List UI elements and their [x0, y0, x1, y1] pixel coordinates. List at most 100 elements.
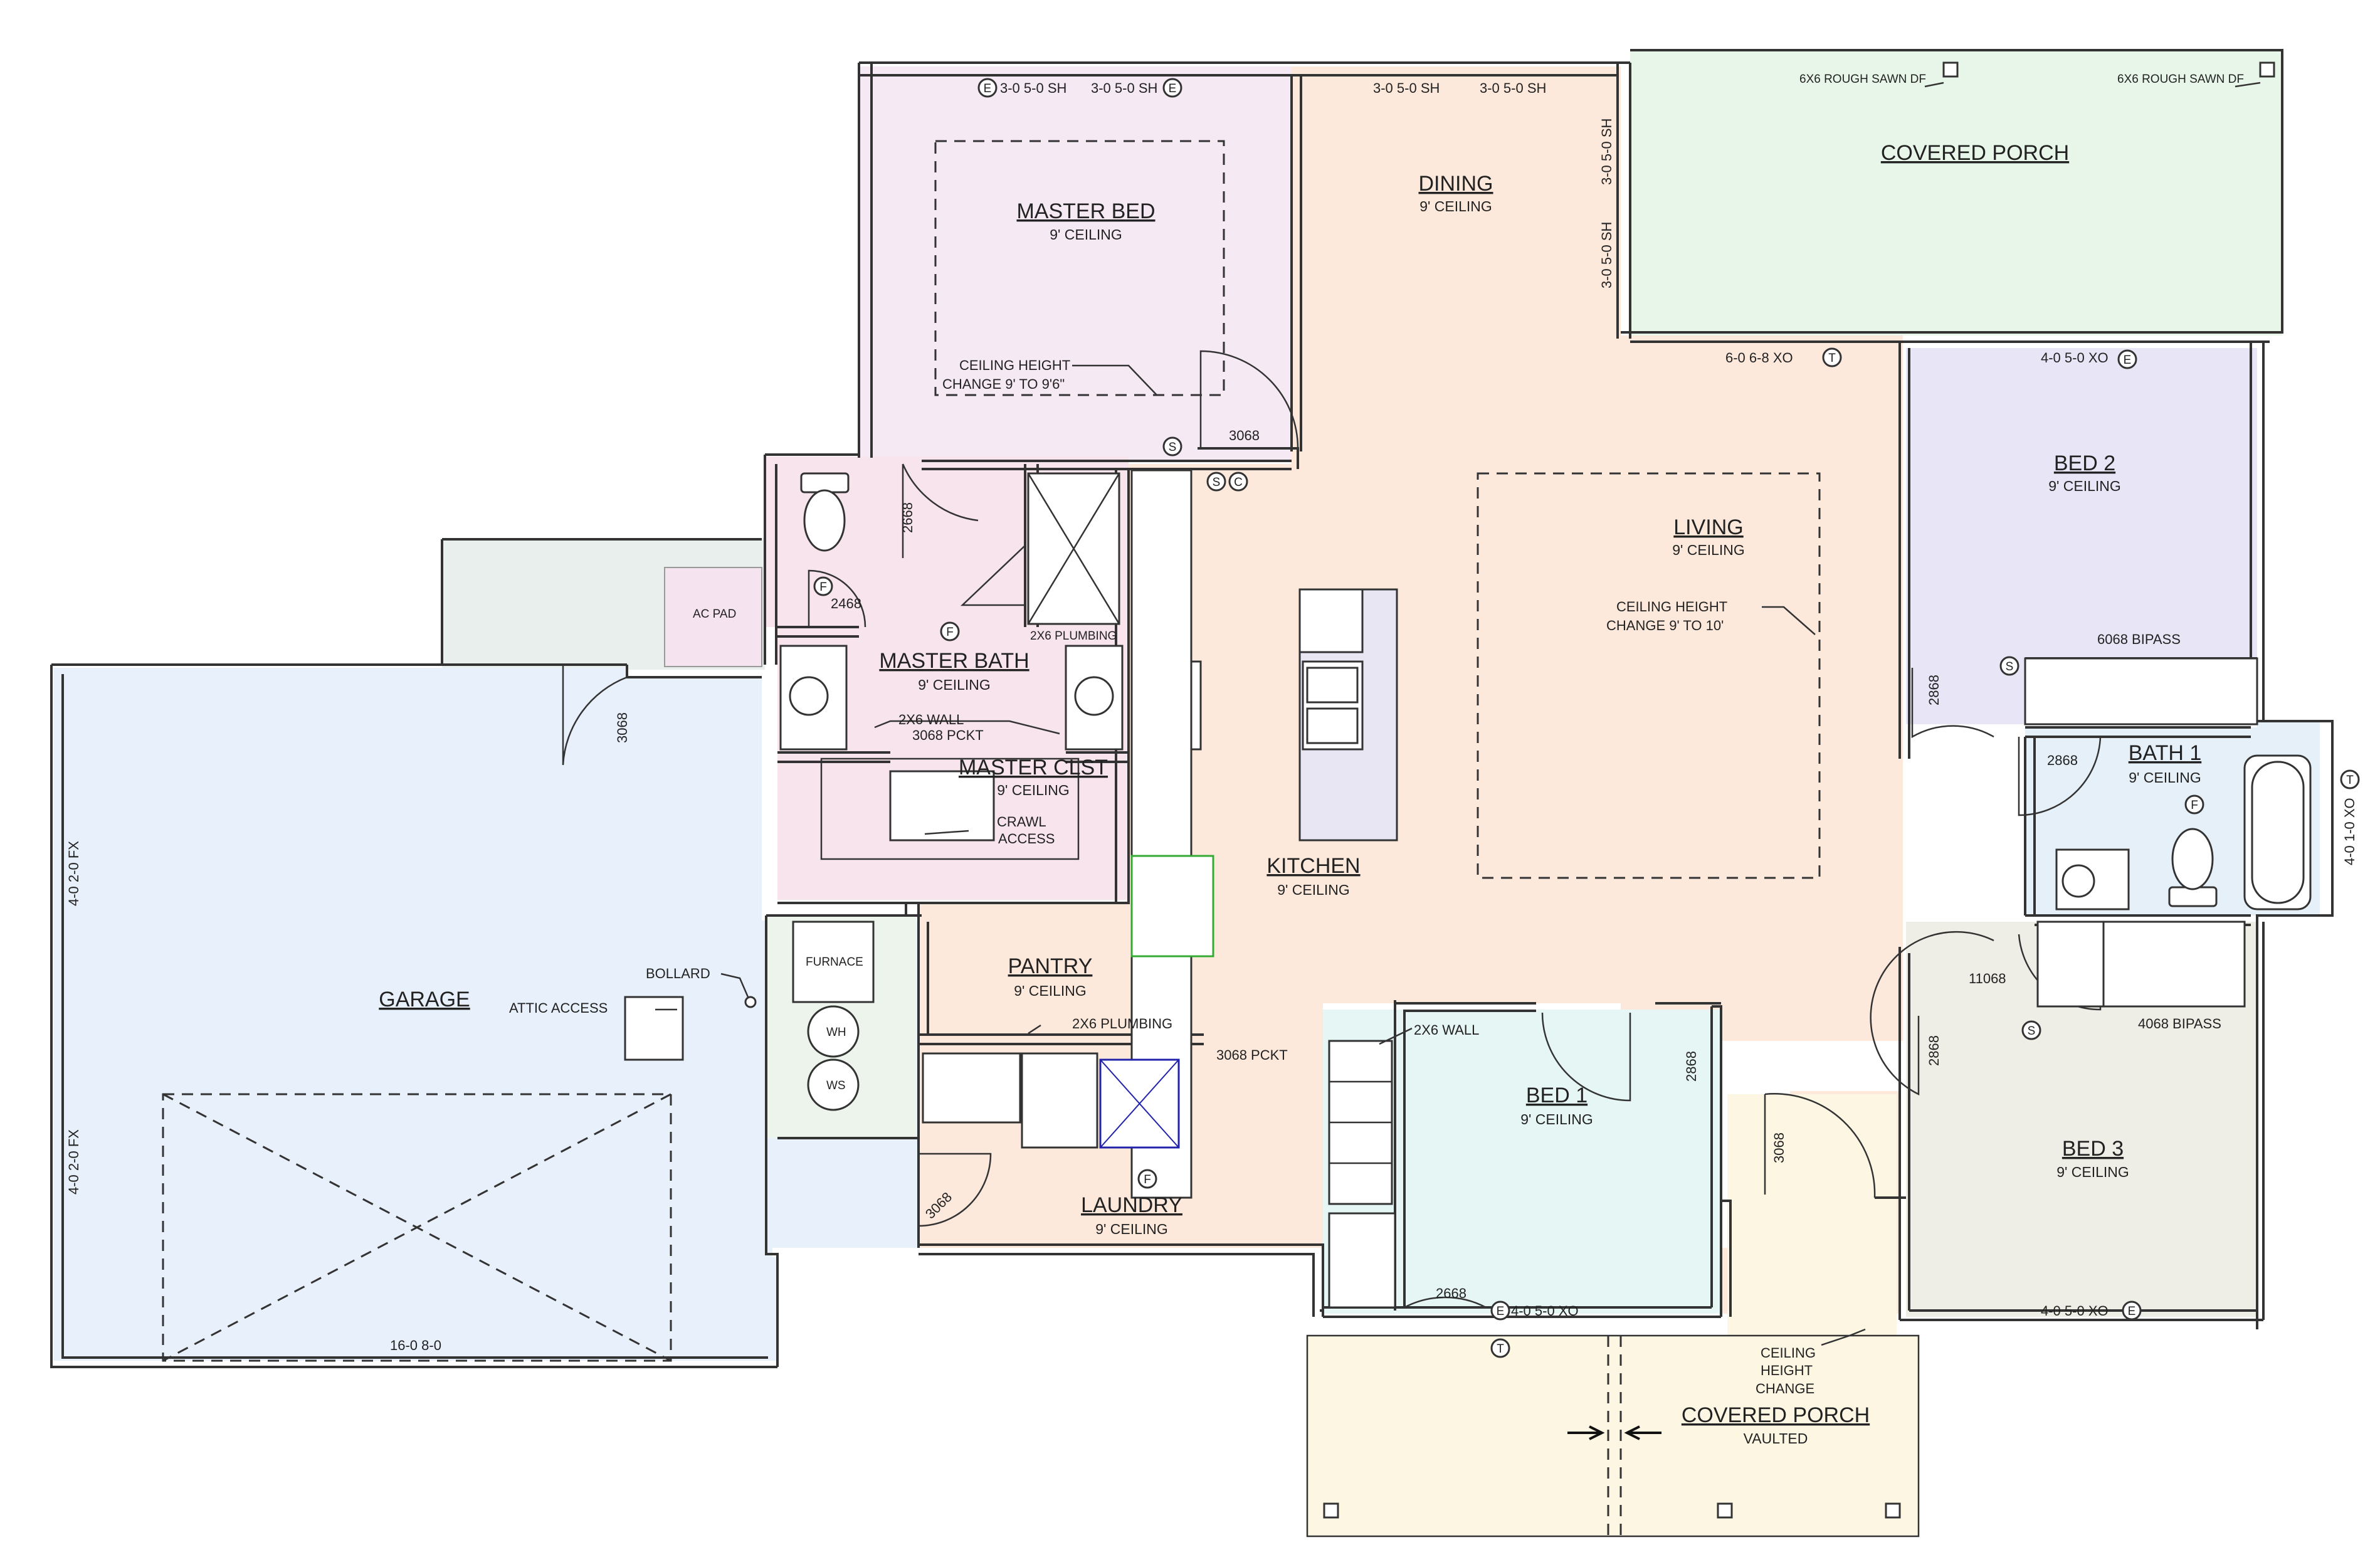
note-text: WS	[826, 1079, 846, 1092]
dining-title: DINING	[1419, 172, 1493, 196]
note-text: AC PAD	[693, 608, 736, 621]
garage-title: GARAGE	[379, 988, 470, 1011]
master-bed-ceiling-zone	[934, 140, 1225, 396]
window-label: 4-0 2-0 FX	[66, 841, 82, 906]
door-label: 2668	[1436, 1285, 1466, 1301]
living-title: LIVING	[1673, 515, 1743, 539]
arrow-right-icon	[1567, 1425, 1605, 1440]
post-icon-2	[2259, 61, 2275, 78]
window-label: 4-0 2-0 FX	[66, 1129, 82, 1195]
pantry-title: PANTRY	[1008, 954, 1093, 978]
rear-porch-title: COVERED PORCH	[1881, 141, 2069, 165]
s-marker-icon: S	[1162, 436, 1182, 456]
window-label: 4-0 5-0 XO	[1511, 1303, 1579, 1319]
master-bed-title: MASTER BED	[1016, 199, 1155, 223]
note-text: CEILING HEIGHT	[1616, 599, 1727, 615]
note-text: 2X6 PLUMBING	[1030, 630, 1117, 643]
fixtures	[624, 61, 2312, 1538]
water-softener	[807, 1058, 860, 1111]
ac-pad-fill	[664, 567, 762, 667]
svg-text:E: E	[984, 82, 992, 95]
door-label: 2868	[2047, 752, 2078, 768]
bed2-ceiling: 9' CEILING	[2048, 478, 2121, 494]
door-label: 3068 PCKT	[912, 727, 984, 743]
e-marker-icon: E	[2117, 349, 2137, 369]
master-clst-ceiling: 9' CEILING	[997, 782, 1070, 798]
f-marker-icon: F	[2184, 794, 2204, 815]
walls	[50, 49, 2334, 1368]
note-text: ACCESS	[998, 831, 1055, 847]
master-bath-ceiling: 9' CEILING	[918, 677, 991, 693]
c-marker-icon: C	[1228, 472, 1248, 492]
note-text: CEILING	[1761, 1345, 1816, 1361]
svg-text:S: S	[2028, 1025, 2036, 1038]
door-label: 2868	[1683, 1051, 1699, 1082]
svg-text:F: F	[1144, 1173, 1151, 1186]
bed1-ceiling: 9' CEILING	[1520, 1111, 1593, 1127]
door-label: 3068	[1229, 428, 1260, 443]
master-bed-fill	[860, 66, 1292, 462]
svg-text:F: F	[819, 581, 827, 594]
bed2-title: BED 2	[2054, 451, 2115, 475]
garage-diag-2	[162, 1093, 671, 1362]
window-label: 4-0 1-0 XO	[2342, 798, 2357, 865]
s-marker-icon: S	[1999, 656, 2019, 676]
door-label: 4068 BIPASS	[2138, 1016, 2221, 1031]
room-labels: MASTER BED 9' CEILING DINING 9' CEILING …	[379, 141, 2201, 1447]
toilet-bath1	[2168, 828, 2218, 907]
f-marker-icon: F	[813, 576, 833, 596]
laundry-title: LAUNDRY	[1081, 1193, 1182, 1217]
f-marker-icon: F	[1137, 1169, 1157, 1189]
markers: E E S S C F F F T E S F T S E E T	[813, 78, 2360, 1358]
bed3-title: BED 3	[2062, 1137, 2124, 1161]
door-label: 6068 BIPASS	[2097, 631, 2181, 647]
front-porch-title: COVERED PORCH	[1682, 1403, 1870, 1427]
svg-text:S: S	[1169, 441, 1177, 454]
s-marker-icon: S	[2021, 1020, 2041, 1040]
front-porch-fill	[1307, 1336, 1919, 1536]
room-fills	[53, 50, 2320, 1536]
water-heater	[807, 1005, 860, 1058]
bed3-ceiling: 9' CEILING	[2056, 1164, 2129, 1180]
window-label: 4-0 5-0 XO	[2041, 350, 2109, 366]
note-text: CEILING HEIGHT	[959, 357, 1070, 373]
svg-text:E: E	[1169, 82, 1177, 95]
note-text: FURNACE	[806, 956, 863, 969]
master-bed-ceiling: 9' CEILING	[1050, 226, 1122, 243]
t-marker-icon: T	[1490, 1338, 1510, 1358]
svg-text:T: T	[1828, 352, 1836, 365]
garage-door-swing	[162, 1093, 672, 1362]
note-text: 2X6 PLUMBING	[1072, 1016, 1172, 1031]
note-text: CHANGE	[1756, 1381, 1814, 1396]
bed1-title: BED 1	[1526, 1084, 1588, 1107]
svg-text:T: T	[2346, 774, 2354, 787]
window-labels: 3-0 5-0 SH 3-0 5-0 SH 3-0 5-0 SH 3-0 5-0…	[66, 80, 2357, 1319]
crawl-access-hatch	[889, 770, 995, 842]
front-porch-outline	[1306, 1334, 1920, 1538]
svg-text:F: F	[2191, 799, 2198, 812]
window-label: 3-0 5-0 SH	[1091, 80, 1157, 96]
kitchen-title: KITCHEN	[1266, 854, 1360, 878]
door-label: 3068	[614, 712, 630, 743]
note-text: ATTIC ACCESS	[509, 1000, 608, 1016]
window-label: 3-0 5-0 SH	[1599, 222, 1614, 288]
e-marker-icon: E	[2122, 1301, 2142, 1321]
door-label: 3068	[1771, 1132, 1787, 1163]
master-bath-title: MASTER BATH	[879, 649, 1029, 673]
door-label: 2468	[831, 596, 861, 611]
rear-porch-fill	[1630, 50, 2282, 335]
window-label: 3-0 5-0 SH	[1373, 80, 1440, 96]
t-marker-icon: T	[1822, 347, 1842, 367]
post-icon-1	[1942, 61, 1959, 78]
arrow-left-icon	[1624, 1425, 1661, 1440]
svg-text:F: F	[946, 626, 954, 639]
entry-fill	[1727, 1094, 1897, 1336]
window-label: 3-0 5-0 SH	[1000, 80, 1066, 96]
front-porch-sub: VAULTED	[1744, 1430, 1808, 1447]
living-ceiling: 9' CEILING	[1672, 542, 1745, 558]
bollard-icon	[744, 996, 757, 1008]
living-ceiling-zone	[1477, 472, 1821, 879]
window-label: 3-0 5-0 SH	[1480, 80, 1546, 96]
door-label: 16-0 8-0	[390, 1337, 441, 1353]
